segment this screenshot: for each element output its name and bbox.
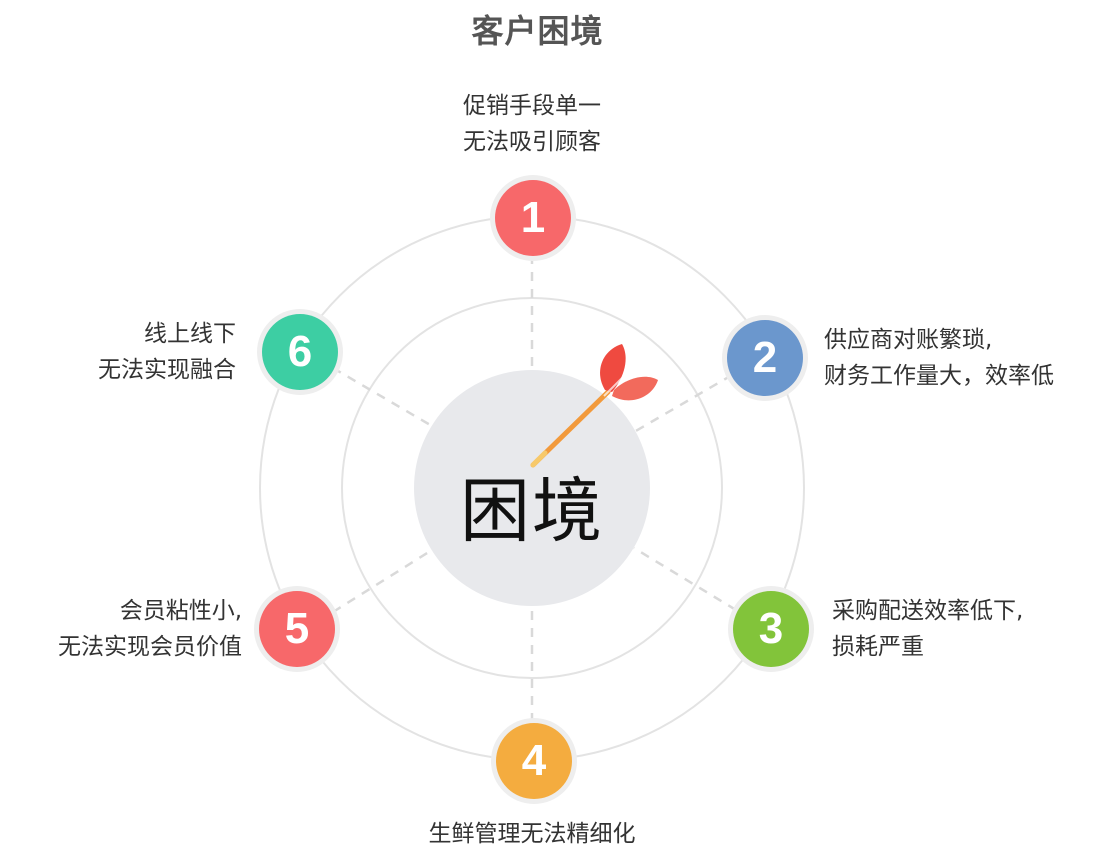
node-6: 6 bbox=[262, 314, 338, 390]
center-circle bbox=[414, 370, 650, 606]
label-5-line-2: 无法实现会员价值 bbox=[58, 634, 242, 660]
dart-icon bbox=[530, 344, 658, 468]
node-3: 3 bbox=[733, 591, 809, 667]
label-3-line-2: 损耗严重 bbox=[832, 634, 924, 660]
label-3: 采购配送效率低下, 损耗严重 bbox=[832, 593, 1023, 665]
label-2-line-1: 供应商对账繁琐, bbox=[824, 327, 993, 353]
center-label: 困境 bbox=[460, 470, 604, 552]
label-6-line-2: 无法实现融合 bbox=[98, 357, 236, 383]
spoke-5 bbox=[332, 548, 433, 614]
label-2: 供应商对账繁琐, 财务工作量大，效率低 bbox=[824, 322, 1054, 394]
label-6: 线上线下 无法实现融合 bbox=[60, 316, 236, 388]
label-2-line-2: 财务工作量大，效率低 bbox=[824, 363, 1054, 389]
spoke-2 bbox=[633, 373, 733, 434]
spoke-6 bbox=[332, 366, 433, 428]
label-1-line-1: 促销手段单一 bbox=[463, 93, 601, 119]
label-1-line-2: 无法吸引顾客 bbox=[463, 129, 601, 155]
node-2: 2 bbox=[727, 320, 803, 396]
label-3-line-1: 采购配送效率低下, bbox=[832, 598, 1024, 624]
label-4-line-1: 生鲜管理无法精细化 bbox=[428, 821, 636, 847]
spoke-3 bbox=[633, 546, 737, 612]
label-5: 会员粘性小, 无法实现会员价值 bbox=[30, 593, 242, 665]
label-4: 生鲜管理无法精细化 bbox=[420, 816, 644, 852]
page-title: 客户困境 bbox=[471, 12, 604, 50]
label-1: 促销手段单一 无法吸引顾客 bbox=[440, 88, 624, 160]
node-5: 5 bbox=[259, 591, 335, 667]
label-5-line-1: 会员粘性小, bbox=[119, 598, 242, 624]
node-1: 1 bbox=[495, 180, 571, 256]
node-4: 4 bbox=[496, 723, 572, 799]
label-6-line-1: 线上线下 bbox=[144, 321, 236, 347]
spokes bbox=[332, 255, 737, 722]
